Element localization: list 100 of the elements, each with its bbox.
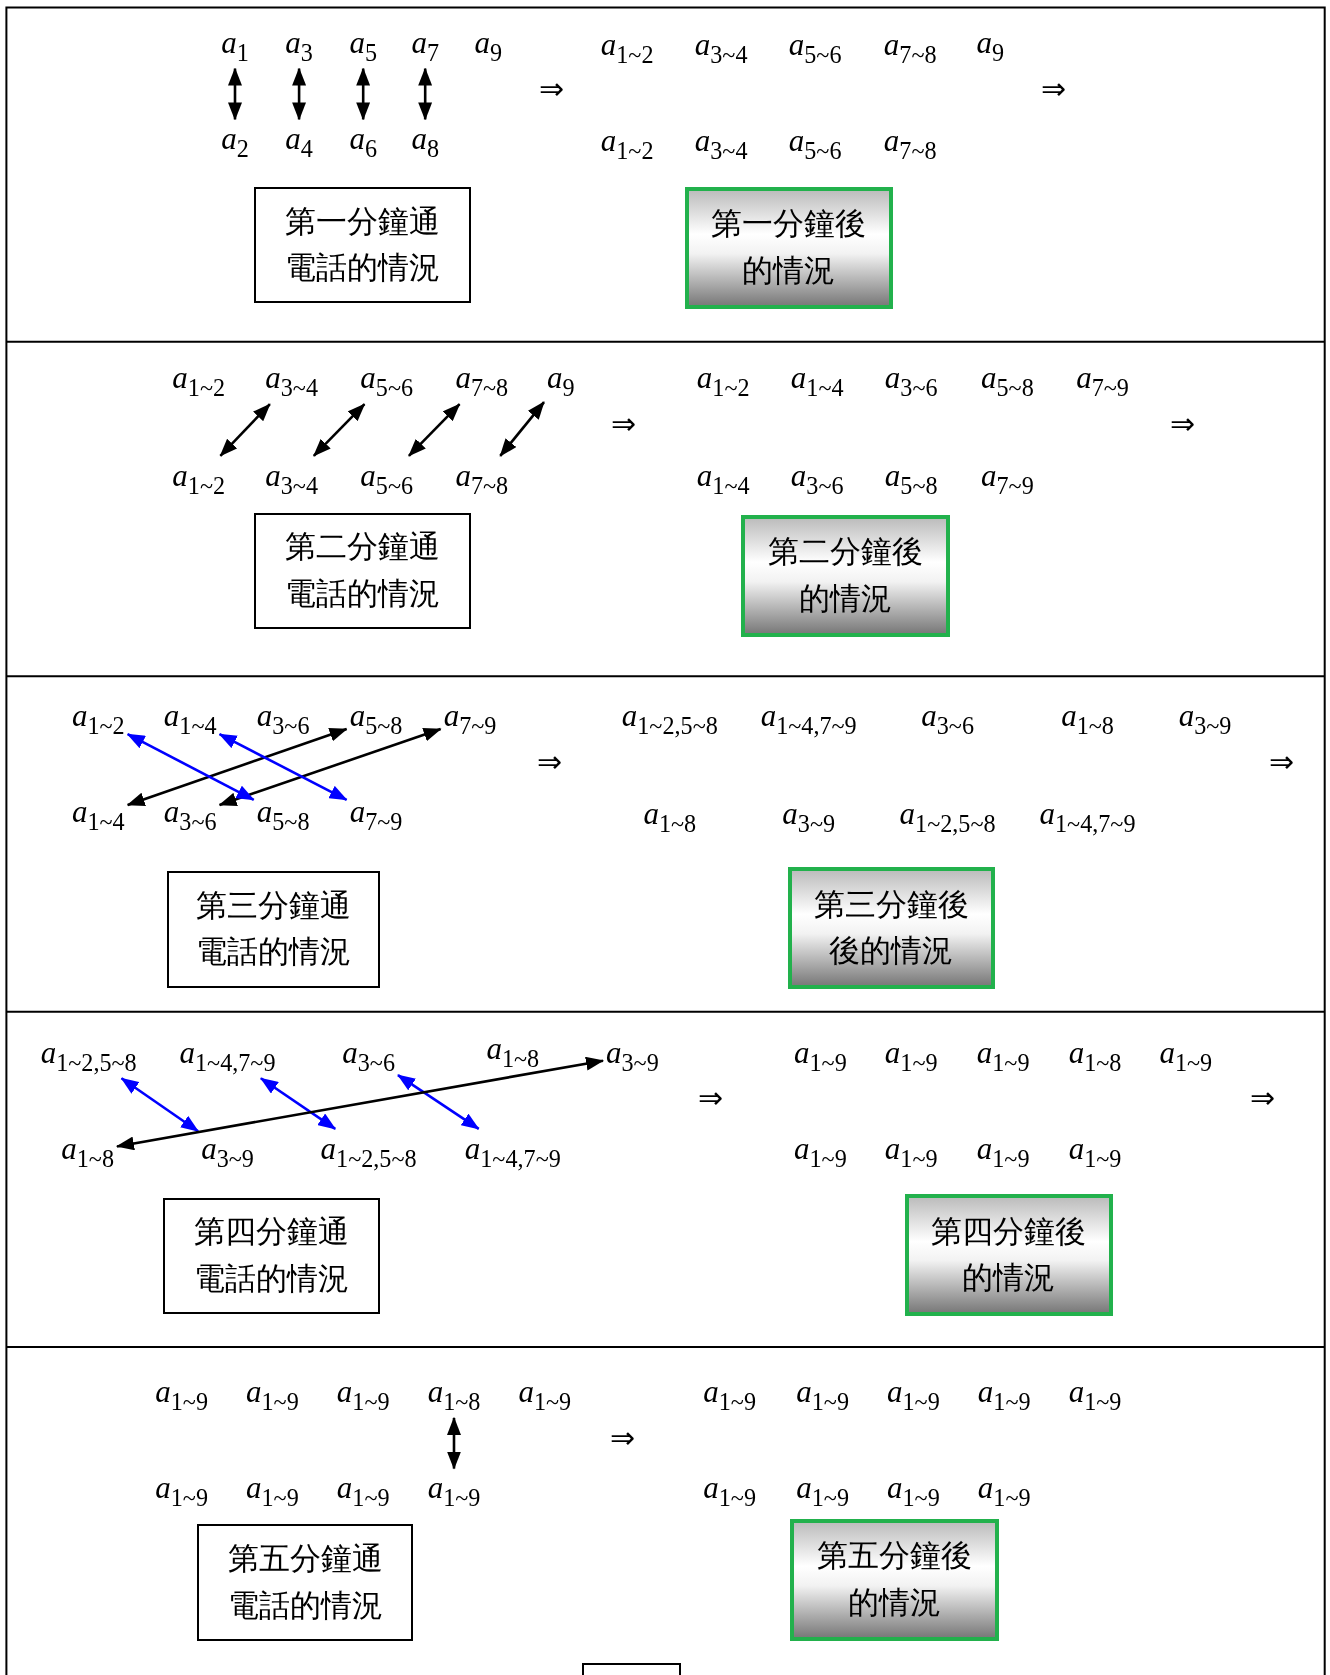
math-term: a$_{1~4}$: [162, 698, 218, 740]
caption-box: 第二分鐘通電話的情況: [254, 512, 472, 630]
math-term: a$_{1~9}$: [886, 1470, 941, 1512]
result-box: 第三分鐘後後的情況: [788, 867, 995, 990]
math-term: a$_{1~9}$: [795, 1374, 850, 1416]
math-term: a$_{9}$: [473, 25, 503, 67]
math-term: a$_{1~4,7~9}$: [1038, 796, 1137, 838]
math-term: a$_{1~2}$: [171, 457, 227, 500]
math-term: a$_{3}$: [284, 25, 314, 67]
double-arrow: [292, 67, 307, 121]
double-arrow: [408, 403, 461, 457]
implies-symbol: ⇒: [1039, 71, 1067, 106]
math-term: a$_{1~9}$: [975, 1034, 1031, 1077]
math-term: a$_{1~9}$: [976, 1374, 1032, 1416]
math-term: a$_{1~9}$: [1158, 1034, 1214, 1077]
double-arrow: [219, 403, 271, 457]
math-term: a$_{1~2,5~8}$: [620, 698, 719, 740]
math-term: a$_{3~6}$: [920, 698, 975, 740]
implies-symbol: ⇒: [1169, 407, 1197, 442]
math-term: a$_{1~9}$: [335, 1470, 391, 1512]
math-term: a$_{1~8}$: [1067, 1034, 1123, 1077]
math-term: a$_{3~4}$: [693, 27, 749, 69]
caption-box: 第五分鐘通電話的情況: [196, 1524, 414, 1641]
caption-box: 第四分鐘通電話的情況: [163, 1197, 381, 1314]
math-term: a$_{1~9}$: [1067, 1130, 1123, 1173]
math-term: a$_{1}$: [220, 25, 250, 67]
math-term: a$_{3~6}$: [341, 1034, 396, 1077]
caption-box: 第一分鐘通電話的情況: [254, 186, 472, 304]
math-term: a$_{1~2}$: [599, 123, 655, 165]
math-term: a$_{7~8}$: [882, 27, 938, 69]
result-box: 第四分鐘後的情況: [904, 1194, 1114, 1317]
math-term: a$_{5~8}$: [883, 457, 939, 500]
math-term: a$_{3~9}$: [605, 1034, 660, 1077]
double-arrow: [447, 1416, 461, 1470]
math-term: a$_{1~9}$: [975, 1130, 1031, 1173]
math-term: a$_{7~8}$: [882, 123, 938, 165]
math-term: a$_{3~4}$: [264, 457, 319, 500]
double-arrow: [218, 727, 442, 807]
math-term: a$_{1~9}$: [245, 1470, 300, 1512]
math-term: a$_{6}$: [348, 121, 378, 163]
implies-symbol: ⇒: [535, 744, 563, 779]
math-term: a$_{3~4}$: [693, 123, 749, 165]
math-term: a$_{7~9}$: [1075, 360, 1130, 403]
math-term: a$_{1~2}$: [695, 360, 751, 403]
math-term: a$_{1~9}$: [517, 1374, 573, 1416]
math-term: a$_{1~4,7~9}$: [178, 1034, 277, 1077]
math-term: a$_{3~6}$: [162, 794, 218, 836]
math-term: a$_{7~9}$: [348, 794, 404, 836]
math-term: a$_{9}$: [546, 360, 576, 403]
math-term: a$_{1~9}$: [154, 1470, 209, 1512]
math-term: a$_{3~9}$: [781, 796, 837, 838]
math-term: a$_{4}$: [284, 121, 314, 163]
result-box: 第一分鐘後的情況: [684, 186, 894, 309]
math-term: a$_{2}$: [220, 121, 250, 163]
double-arrow: [120, 1077, 199, 1133]
math-term: a$_{8}$: [410, 121, 440, 163]
math-term: a$_{1~4}$: [789, 360, 845, 403]
math-term: a$_{1~9}$: [793, 1034, 848, 1077]
implies-symbol: ⇒: [537, 71, 565, 106]
math-term: a$_{7~8}$: [454, 360, 510, 403]
implies-symbol: ⇒: [696, 1081, 724, 1116]
math-term: a$_{5~6}$: [359, 457, 415, 500]
double-arrow: [356, 67, 371, 121]
math-term: a$_{5~8}$: [980, 360, 1035, 403]
math-term: a$_{1~2}$: [70, 698, 126, 740]
math-term: a$_{1~2}$: [599, 27, 655, 69]
math-term: a$_{1~8}$: [1060, 698, 1115, 740]
math-term: a$_{5~6}$: [787, 123, 843, 165]
math-term: a$_{1~2,5~8}$: [898, 796, 997, 838]
math-term: a$_{1~8}$: [485, 1031, 541, 1073]
math-term: a$_{1~9}$: [702, 1374, 757, 1416]
math-term: a$_{1~2,5~8}$: [39, 1034, 138, 1077]
math-term: a$_{5~8}$: [348, 698, 404, 740]
math-term: a$_{5~8}$: [255, 794, 311, 836]
math-term: a$_{1~4}$: [695, 457, 751, 500]
math-term: a$_{7~9}$: [442, 698, 498, 740]
double-arrow: [116, 1056, 604, 1151]
result-box: 第二分鐘後的情況: [741, 514, 950, 637]
math-term: a$_{3~4}$: [264, 360, 319, 403]
math-term: a$_{7~9}$: [980, 457, 1035, 500]
math-term: a$_{3~6}$: [883, 360, 939, 403]
implies-symbol: ⇒: [610, 407, 638, 442]
double-arrow: [418, 67, 433, 121]
double-arrow: [397, 1074, 480, 1130]
math-term: a$_{5~6}$: [359, 360, 415, 403]
math-term: a$_{1~9}$: [1067, 1374, 1123, 1416]
math-term: a$_{7}$: [410, 25, 440, 67]
double-arrow: [218, 732, 348, 802]
math-term: a$_{3~9}$: [1177, 698, 1233, 740]
math-term: a$_{7~8}$: [454, 457, 510, 500]
implies-symbol: ⇒: [1268, 744, 1296, 779]
math-term: a$_{3~6}$: [255, 698, 311, 740]
implies-symbol: ⇒: [1249, 1081, 1277, 1116]
math-term: a$_{5~6}$: [787, 27, 843, 69]
result-box: 第五分鐘後的情況: [789, 1519, 999, 1641]
math-term: a$_{1~8}$: [426, 1374, 482, 1416]
math-term: a$_{1~4}$: [70, 794, 126, 836]
math-term: a$_{1~9}$: [886, 1374, 941, 1416]
math-term: a$_{3~9}$: [200, 1130, 255, 1173]
double-arrow: [260, 1077, 337, 1130]
